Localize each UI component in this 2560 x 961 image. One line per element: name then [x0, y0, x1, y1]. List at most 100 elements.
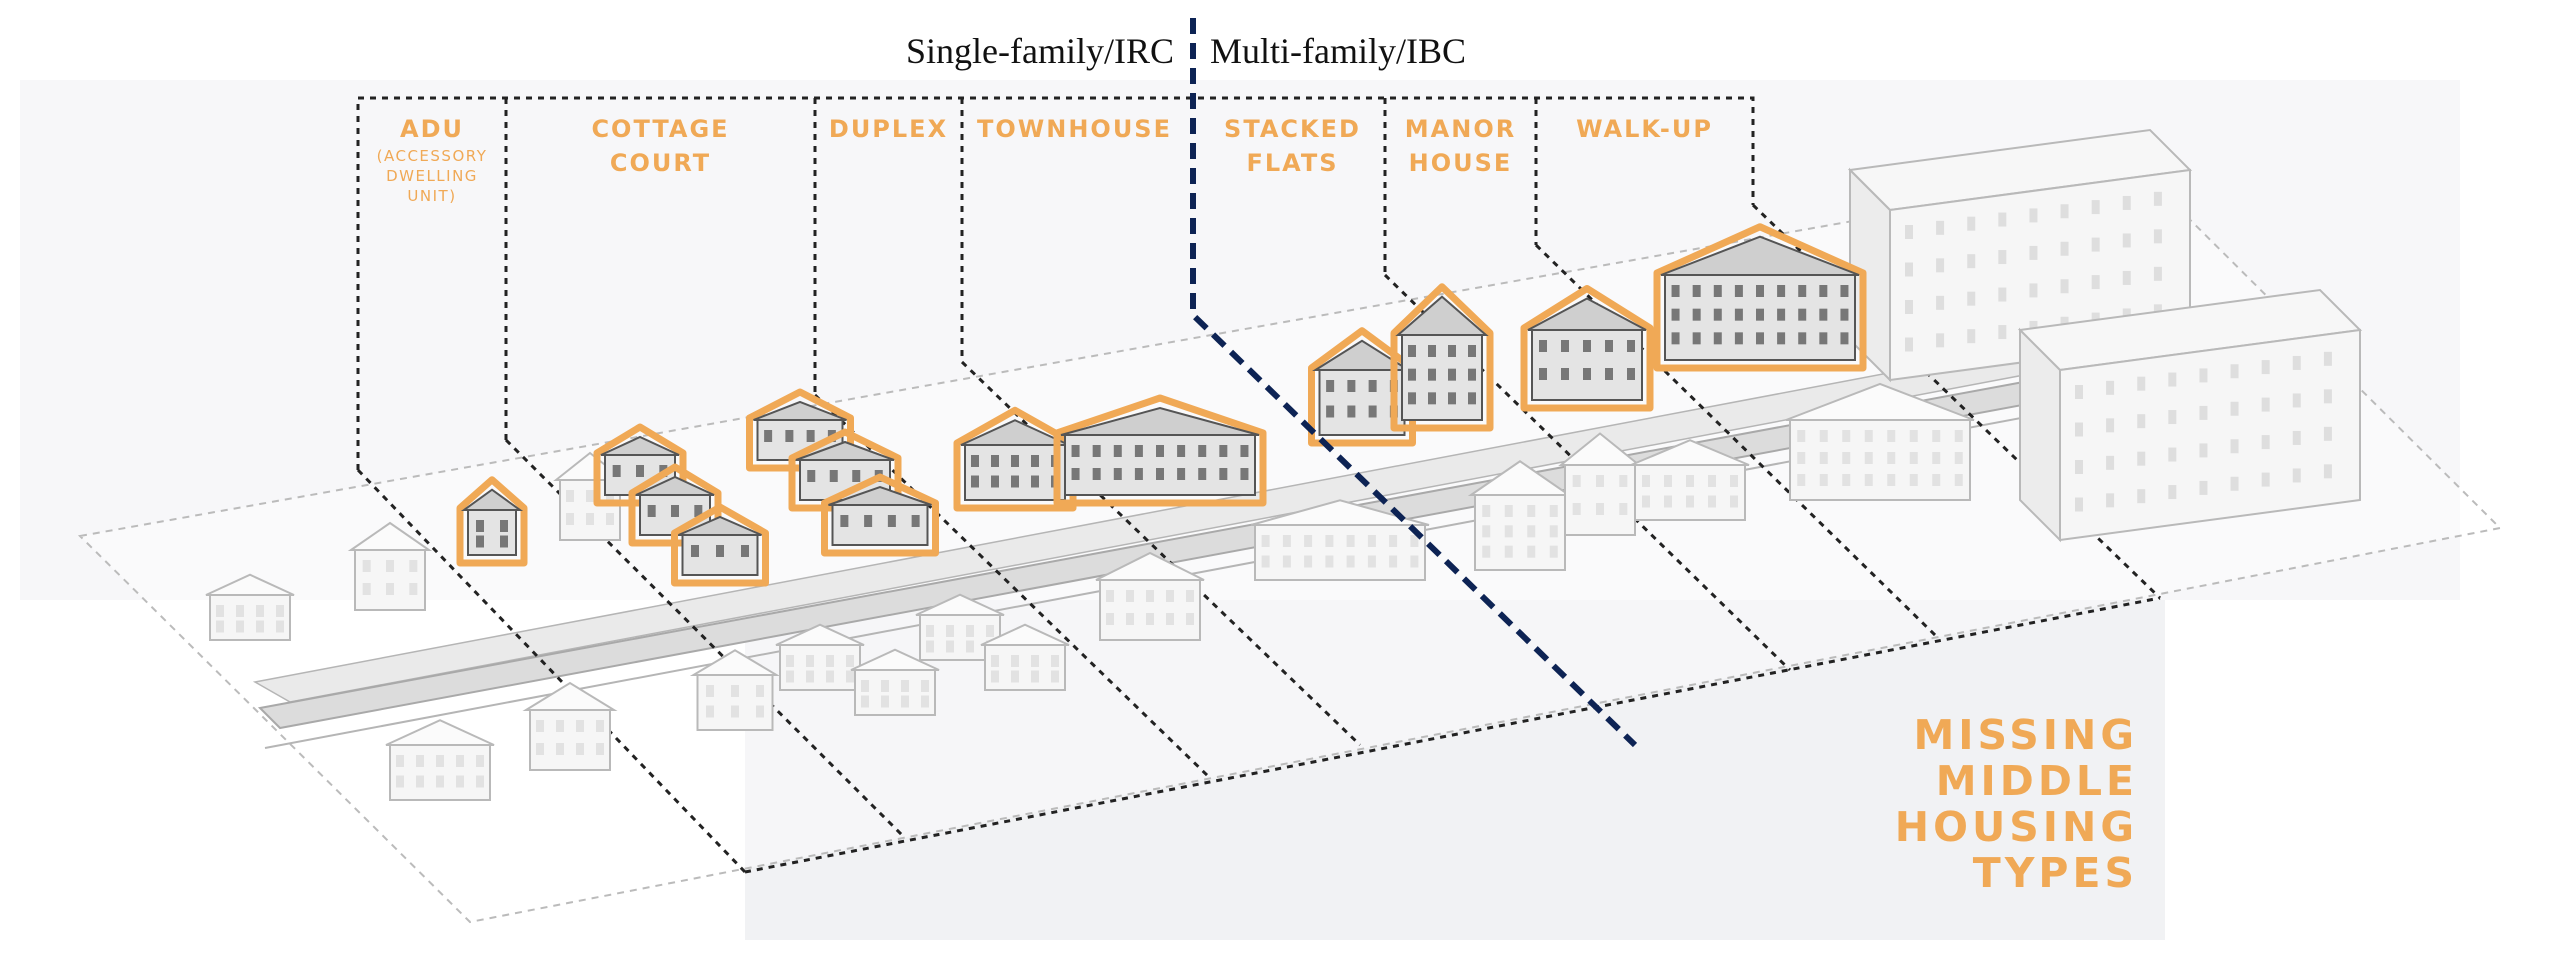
house-left-4-window	[536, 720, 544, 732]
mixed-use-block-back-window	[1967, 329, 1976, 344]
front-rowhouses-body	[1254, 524, 1426, 581]
front-cottage-2-window	[901, 680, 909, 692]
mixed-use-block-front-front	[2059, 328, 2361, 542]
walk-up-window	[1777, 308, 1786, 321]
front-stacked-1-window	[1482, 525, 1491, 538]
front-cottage-1-window	[846, 670, 854, 683]
front-duplex-1-window	[926, 640, 934, 653]
townhouse-row-window	[1240, 468, 1249, 480]
front-manor-window	[1730, 495, 1738, 508]
front-walk-up-window	[1864, 430, 1873, 442]
mixed-use-block-front-window	[2292, 430, 2301, 445]
house-left-1-window	[236, 620, 244, 633]
front-cottage-1-window	[786, 655, 794, 667]
walk-up-window	[1734, 332, 1743, 345]
front-manor-window	[1708, 475, 1716, 487]
missing-middle-title: MISSING MIDDLE HOUSING TYPES	[1740, 712, 2138, 912]
townhouse-row-window	[1113, 468, 1122, 480]
adu-house-body	[467, 509, 517, 556]
manor-house-roof	[1527, 297, 1647, 331]
front-cottage-2	[850, 648, 940, 716]
label-townhouse-title: TOWNHOUSE	[977, 115, 1172, 143]
mixed-use-block-front-window	[2323, 351, 2332, 366]
front-rowhouses-window	[1346, 555, 1355, 568]
mixed-use-block-back-window	[1936, 258, 1945, 273]
mixed-use-block-front-window	[2230, 476, 2239, 491]
mixed-use-block-back-window	[1936, 220, 1945, 235]
walk-up	[1653, 223, 1867, 372]
adu-main-house-window	[566, 490, 574, 502]
adu-house-window	[500, 535, 508, 548]
stacked-flats-2-window	[1428, 368, 1436, 381]
adu-main-house-window	[586, 490, 594, 502]
mixed-use-block-back-window	[1905, 337, 1913, 352]
front-duplex-2-window	[991, 655, 999, 667]
guide-lower-5	[1383, 273, 1792, 672]
front-house-1-roof	[689, 649, 781, 676]
townhouse-row-window	[1071, 468, 1080, 480]
walk-up-window	[1777, 332, 1786, 345]
house-left-4-window	[576, 720, 584, 732]
mixed-use-block-back-window	[2060, 241, 2069, 256]
mixed-use-block-front-window	[2199, 368, 2208, 383]
walk-up-window	[1692, 332, 1701, 345]
label-stacked-line1: STACKED	[1224, 115, 1361, 143]
townhouse-row-window	[1071, 445, 1080, 457]
front-rowhouses-window	[1389, 535, 1398, 547]
front-duplex-1-window	[986, 625, 994, 637]
mixed-use-block-back-window	[2091, 200, 2100, 215]
house-left-1-window	[216, 620, 224, 633]
front-rowhouses-window	[1367, 535, 1376, 547]
house-left-2-window	[362, 583, 371, 595]
walk-up-window	[1798, 308, 1807, 321]
front-stacked-1-window	[1549, 505, 1558, 517]
duplex-1-window	[806, 430, 815, 442]
mixed-use-block-front-window	[2261, 397, 2270, 412]
front-townhouse-window	[1186, 613, 1194, 625]
title-line-1: MISSING	[1913, 711, 2138, 759]
mixed-use-block-front	[2017, 288, 2363, 543]
house-left-4-window	[596, 743, 604, 755]
guide-lower-6	[1534, 243, 1937, 637]
mixed-use-block-back-window	[2029, 208, 2038, 223]
front-house-1-body	[696, 674, 774, 731]
house-left-1	[205, 573, 295, 641]
mixed-use-block-front-window	[2075, 497, 2083, 512]
house-left-4-roof	[522, 681, 618, 711]
walk-up-roof	[1660, 235, 1860, 276]
front-manor-window	[1686, 475, 1694, 487]
stacked-flats-2-roof	[1395, 295, 1489, 336]
house-left-1-window	[276, 620, 284, 633]
mixed-use-block-front-window	[2323, 426, 2332, 441]
front-house-1-window	[756, 685, 764, 697]
mixed-use-block-back-window	[2122, 233, 2131, 248]
stacked-flats-2-window	[1468, 392, 1476, 405]
stacked-flats-2-window	[1468, 368, 1476, 381]
walk-up-window	[1798, 332, 1807, 345]
front-manor-window	[1664, 495, 1672, 508]
front-manor-window	[1642, 475, 1650, 487]
house-left-3-window	[476, 775, 484, 788]
mixed-use-block-back-window	[1905, 262, 1913, 277]
front-walk-up-window	[1932, 430, 1941, 442]
adu-house-window	[476, 535, 484, 548]
cottage-1-roof	[600, 435, 680, 456]
house-left-4-window	[536, 743, 544, 755]
cottage-3-highlight	[671, 503, 769, 587]
front-cottage-2-window	[861, 680, 869, 692]
front-stacked-1-window	[1527, 545, 1536, 558]
front-stacked-2-window	[1596, 503, 1604, 515]
front-cottage-2-window	[881, 695, 889, 708]
label-cottage-line2: COURT	[609, 149, 712, 177]
front-stacked-1-window	[1504, 525, 1513, 538]
front-walk-up-window	[1887, 474, 1896, 486]
adu-main-house-window	[586, 513, 594, 525]
mixed-use-block-front-window	[2075, 460, 2083, 474]
mixed-use-block-front-window	[2292, 393, 2301, 408]
townhouse-row-window	[1156, 445, 1164, 457]
mixed-use-block-front-window	[2168, 410, 2177, 425]
front-duplex-1-window	[966, 640, 974, 653]
mixed-use-block-front-window	[2230, 401, 2239, 416]
front-duplex-2-window	[1051, 670, 1059, 683]
cottage-3-window	[716, 545, 724, 557]
